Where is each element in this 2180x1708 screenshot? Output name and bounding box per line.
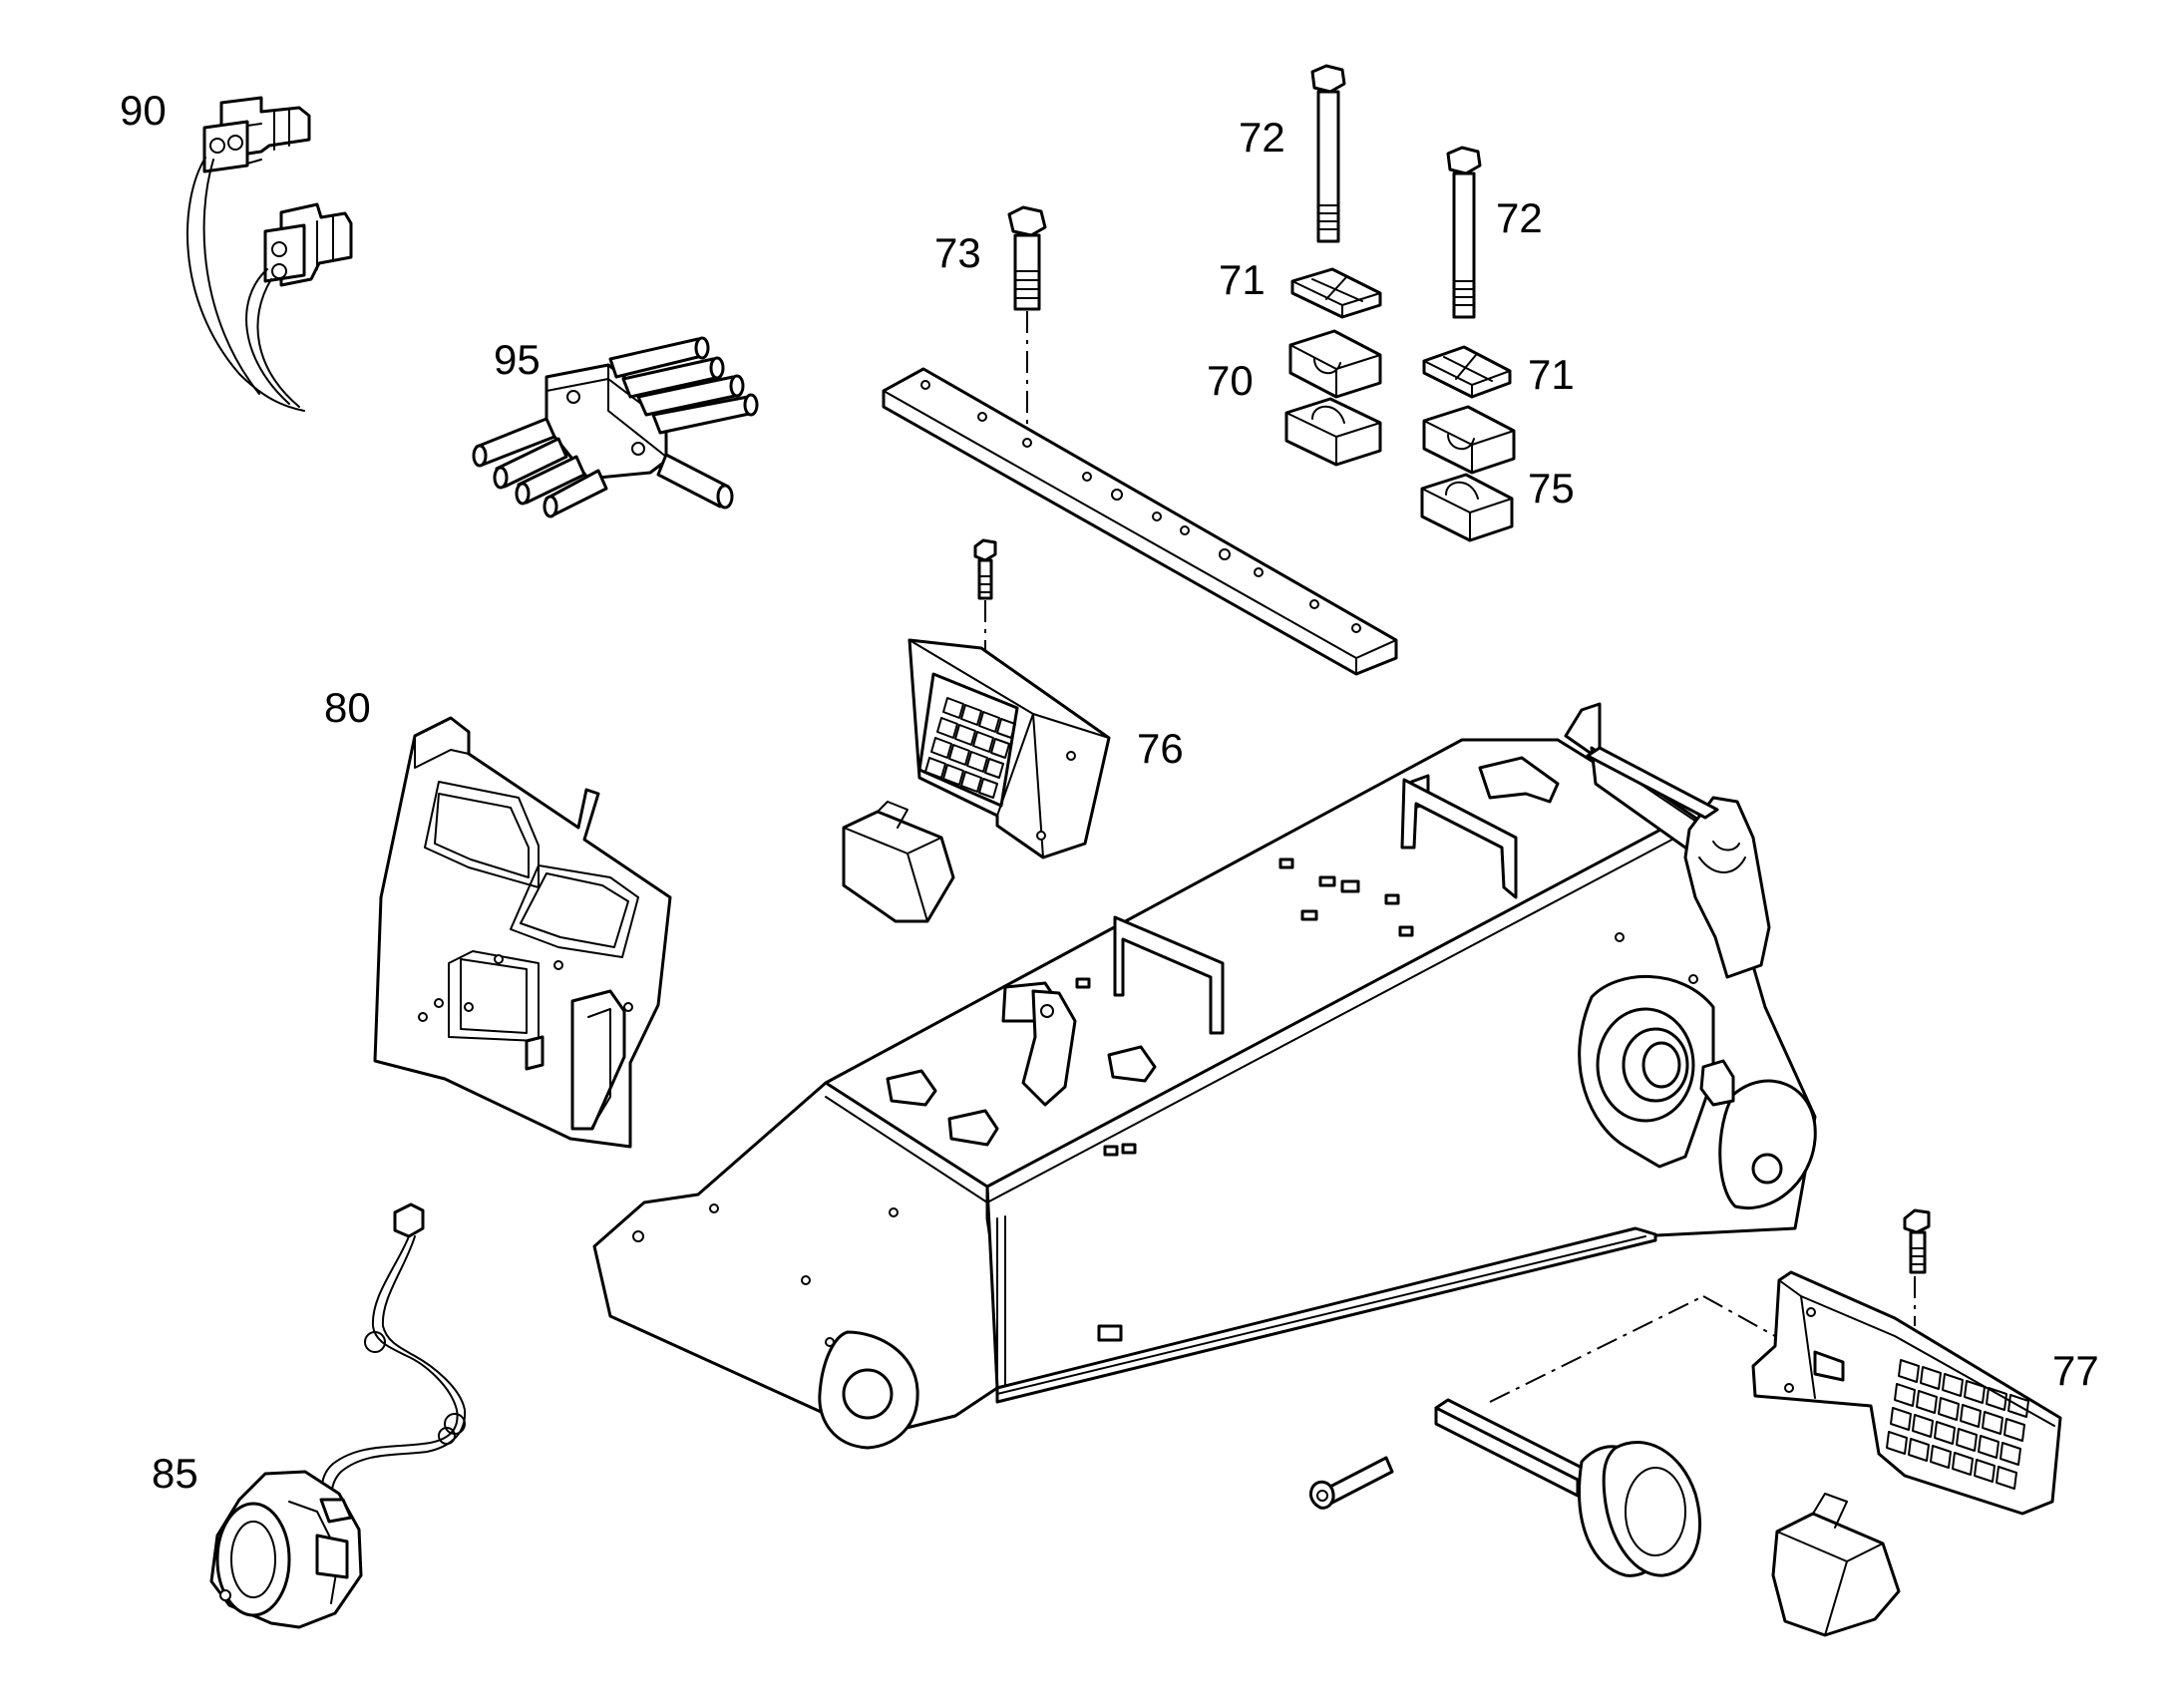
callout-73: 73	[934, 229, 981, 276]
callout-72-right: 72	[1496, 194, 1543, 241]
deck-slots	[1075, 857, 1414, 1342]
clamp-part-75	[1420, 405, 1516, 542]
deck-mounts	[886, 756, 1560, 1147]
plate-part-71-left	[1290, 267, 1382, 319]
grille-bracket-part-77	[1308, 1208, 2062, 1637]
callout-90: 90	[120, 87, 167, 134]
callout-76: 76	[1137, 725, 1184, 772]
callout-72-left: 72	[1239, 114, 1285, 161]
callout-71-left: 71	[1219, 256, 1266, 303]
bolt-part-72-left	[1310, 64, 1346, 243]
callout-75: 75	[1528, 465, 1575, 512]
grille-bracket-part-76	[842, 538, 1111, 923]
callout-77: 77	[2052, 1347, 2099, 1394]
sensor-part-85	[209, 1202, 467, 1629]
bracket-frame-part-80	[373, 716, 672, 1149]
mounting-bar	[882, 367, 1398, 676]
grille-cells-76	[924, 697, 1016, 799]
bolt-part-72-right	[1446, 146, 1482, 319]
callout-95: 95	[494, 336, 541, 383]
callout-85: 85	[152, 1450, 198, 1497]
connector-pair-part-90	[186, 96, 353, 412]
callout-labels: 90 95 73 72 72 71 71 70 75 80 76 85 77	[120, 87, 2099, 1497]
grille-cells-77	[1886, 1359, 2029, 1490]
clamp-part-70	[1284, 329, 1382, 467]
callout-71-right: 71	[1528, 351, 1575, 398]
hydraulic-manifold-part-95	[472, 336, 759, 518]
bolt-part-73	[1007, 205, 1047, 311]
main-boom-frame	[592, 702, 1817, 1450]
callout-80: 80	[324, 684, 371, 731]
plate-part-71-right	[1422, 345, 1512, 399]
callout-70: 70	[1207, 357, 1254, 404]
